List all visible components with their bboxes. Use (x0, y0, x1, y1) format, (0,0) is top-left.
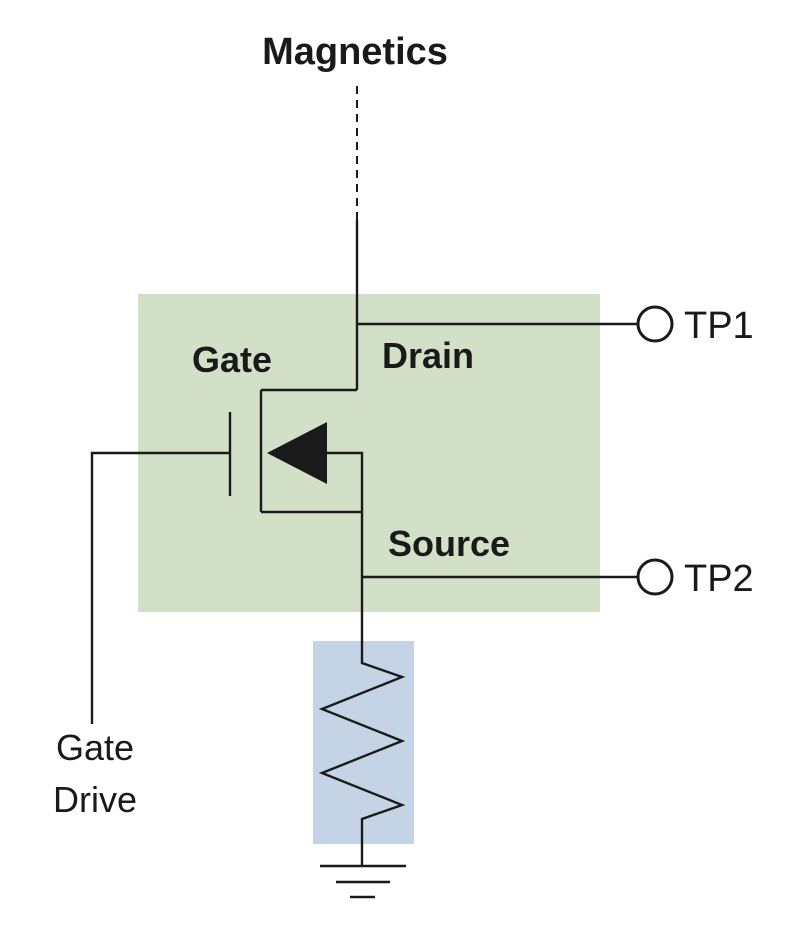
gate-drive-label-line1: Gate (56, 727, 134, 768)
tp1-terminal (636, 305, 674, 343)
gate-drive-label-line2: Drive (53, 779, 137, 820)
sense-resistor (318, 641, 406, 866)
body-diode-wire (327, 451, 364, 641)
drain-label: Drain (382, 335, 474, 376)
body-diode-arrow (267, 422, 327, 484)
gate-drive-wire (90, 451, 230, 724)
magnetics-label: Magnetics (262, 31, 448, 73)
source-label: Source (388, 523, 510, 564)
tp2-terminal (636, 558, 674, 596)
tp2-label: TP2 (684, 558, 754, 600)
gate-label: Gate (192, 339, 272, 380)
tp1-label: TP1 (684, 305, 754, 347)
